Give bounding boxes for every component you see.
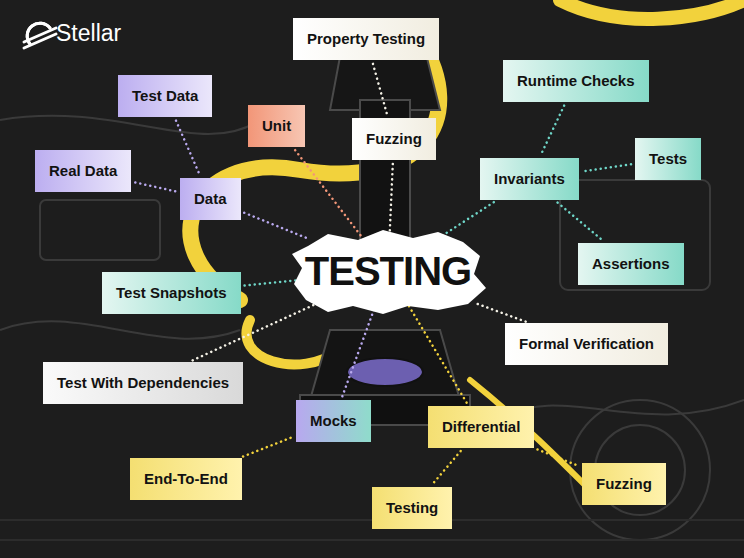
node-text: Runtime Checks [517,72,635,89]
dotted-connector [558,203,603,241]
dotted-connector [409,305,467,402]
dotted-connector [245,280,302,286]
dotted-connector [541,106,564,155]
splash-outline [292,230,486,314]
topic-box: Test Data [118,75,212,117]
dotted-connector [342,306,375,396]
topic-box: Test Snapshots [102,272,241,314]
node-text: Test Snapshots [116,284,227,301]
topic-box: Assertions [578,243,684,285]
topic-box: Unit [248,105,305,147]
yellow-swoosh [190,0,744,500]
topic-box: Differential [428,406,534,448]
dotted-connector [373,64,387,114]
machine-illustration [300,30,470,425]
topic-box: Invariants [480,158,579,200]
topic-box: Mocks [296,400,371,442]
dotted-connector [537,449,578,465]
topic-box: Property Testing [293,18,439,60]
topic-box: Fuzzing [582,463,666,505]
topic-box: Data [180,178,241,220]
topic-box: Real Data [35,150,131,192]
dotted-connector [176,121,199,175]
dotted-connector [243,437,292,456]
dotted-connector [583,164,631,171]
node-text: Unit [262,117,291,134]
topic-box: Test With Dependencies [43,362,243,404]
node-text: Test With Dependencies [57,374,229,391]
node-text: Assertions [592,255,670,272]
dotted-connector [135,182,176,191]
node-text: Differential [442,418,520,435]
node-text: End-To-End [144,470,228,487]
node-text: Test Data [132,87,198,104]
node-text: Testing [386,499,438,516]
node-text: TESTING [305,249,471,293]
topic-box: Fuzzing [352,118,436,160]
node-text: Data [194,190,227,207]
dotted-connector [474,303,526,322]
brand-label: Stellar [56,20,121,47]
node-text: Tests [649,150,687,167]
node-text: Real Data [49,162,117,179]
center-splash: TESTING [288,226,488,316]
dotted-connector [390,164,393,236]
stellar-logo-icon [24,23,56,48]
dotted-connector [439,202,494,238]
dotted-connector [244,213,308,239]
node-text: Mocks [310,412,357,429]
dotted-connector [433,451,461,484]
topic-box: End-To-End [130,458,242,500]
topic-box: Formal Verification [505,323,668,365]
node-text: Fuzzing [596,475,652,492]
node-text: Fuzzing [366,130,422,147]
dotted-connector [295,150,362,237]
topic-box: Runtime Checks [503,60,649,102]
node-text: Property Testing [307,30,425,47]
node-text: Invariants [494,170,565,187]
topic-box: Testing [372,487,452,529]
node-text: Formal Verification [519,335,654,352]
topic-box: Tests [635,138,701,180]
